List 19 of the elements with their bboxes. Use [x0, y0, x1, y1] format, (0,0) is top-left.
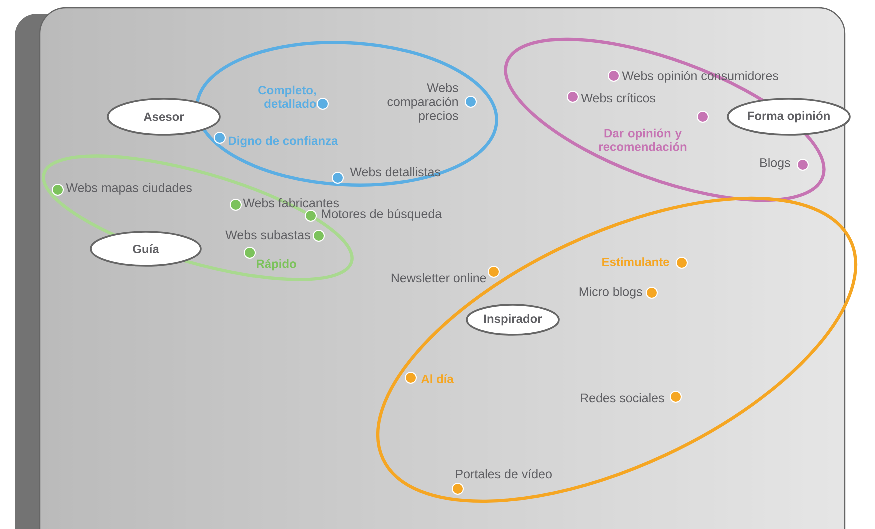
point-label: Blogs — [760, 158, 790, 170]
point-label: Portales de vídeo — [456, 469, 552, 479]
point-label: Webs mapas ciudades — [66, 183, 192, 195]
point-label: Newsletter online — [392, 273, 486, 283]
point-label: Webs comparación precios — [388, 83, 458, 123]
point-label: Motores de búsqueda — [322, 209, 442, 221]
point-label: Webs detallistas — [350, 167, 441, 177]
point-label: Micro blogs — [580, 287, 642, 299]
point-label: Digno de confianza — [229, 136, 338, 148]
point-label: Webs críticos — [581, 93, 656, 103]
point-label: Estimulante — [602, 258, 670, 266]
point-label: Webs subastas — [226, 230, 310, 240]
point-label: Rápido — [257, 259, 296, 271]
point-label: Al día — [422, 374, 454, 384]
point-label: Dar opinión y recomendación — [599, 128, 687, 152]
point-label: Redes sociales — [581, 393, 664, 403]
point-label: Webs fabricantes — [243, 198, 340, 208]
point-label: Completo, detallado — [258, 86, 316, 108]
node-label: Forma opinión — [748, 111, 830, 123]
